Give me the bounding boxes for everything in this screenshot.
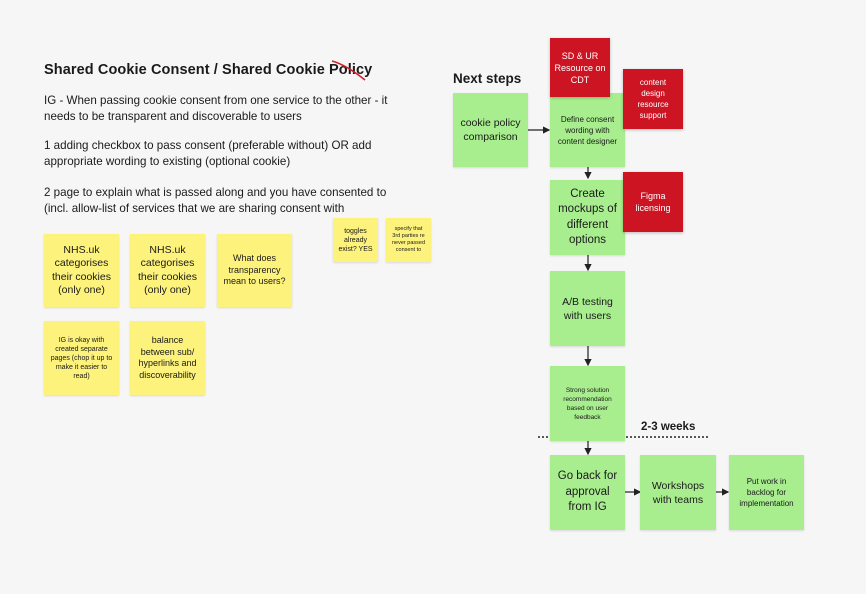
title-text: Shared Cookie Consent / Shared Cookie xyxy=(44,62,329,78)
resource-note-sd-ur[interactable]: SD & UR Resource on CDT xyxy=(550,38,610,97)
sticky-note[interactable]: NHS.uk categorises their cookies (only o… xyxy=(130,234,205,307)
step-ab-testing[interactable]: A/B testing with users xyxy=(550,271,625,346)
resource-note-figma[interactable]: Figma licensing xyxy=(623,172,683,232)
context-paragraph: IG - When passing cookie consent from on… xyxy=(44,94,388,123)
sticky-note[interactable]: NHS.uk categorises their cookies (only o… xyxy=(44,234,119,307)
step-workshops[interactable]: Workshops with teams xyxy=(640,455,716,530)
red-strike-mark xyxy=(331,60,366,81)
sticky-note[interactable]: What does transparency mean to users? xyxy=(217,234,292,307)
timeframe-label: 2-3 weeks xyxy=(641,421,696,433)
sticky-note[interactable]: balance between sub/ hyperlinks and disc… xyxy=(130,321,205,395)
sticky-note[interactable]: IG is okay with created separate pages (… xyxy=(44,321,119,395)
board-title: Shared Cookie Consent / Shared Cookie Po… xyxy=(44,60,372,81)
step-create-mockups[interactable]: Create mockups of different options xyxy=(550,180,625,255)
step-solution-recommendation[interactable]: Strong solution recommendation based on … xyxy=(550,366,625,441)
sticky-note-small[interactable]: toggles already exist? YES xyxy=(333,218,378,262)
resource-note-content-design[interactable]: content design resource support xyxy=(623,69,683,129)
step-backlog[interactable]: Put work in backlog for implementation xyxy=(729,455,804,530)
option-2-paragraph: 2 page to explain what is passed along a… xyxy=(44,186,387,215)
step-define-consent-wording[interactable]: Define consent wording with content desi… xyxy=(550,93,625,167)
option-1-paragraph: 1 adding checkbox to pass consent (prefe… xyxy=(44,139,372,168)
sticky-note-small[interactable]: specify that 3rd parties re never passed… xyxy=(386,218,431,262)
struck-word: Policy xyxy=(329,60,372,81)
step-cookie-policy-comparison[interactable]: cookie policy comparison xyxy=(453,93,528,167)
step-approval-from-ig[interactable]: Go back for approval from IG xyxy=(550,455,625,530)
next-steps-heading: Next steps xyxy=(453,71,522,86)
